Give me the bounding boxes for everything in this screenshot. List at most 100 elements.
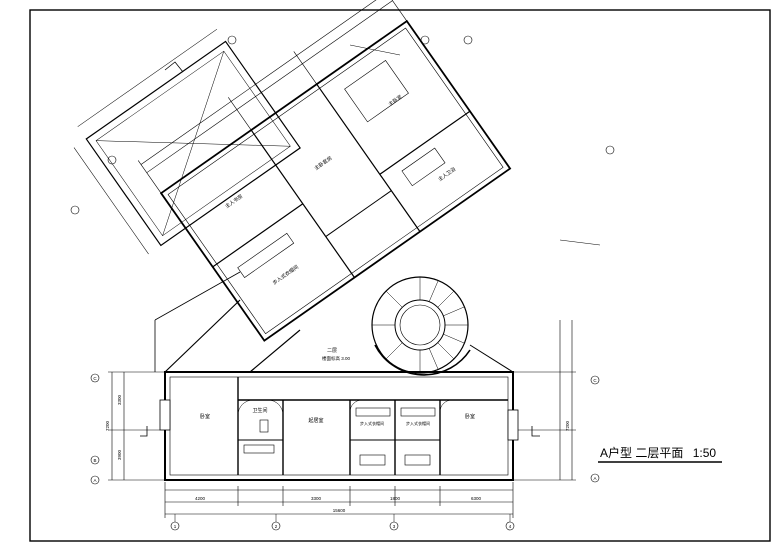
- dim-left-seg-2: 3900: [117, 449, 122, 460]
- upper-dim-line-2: [140, 0, 387, 165]
- axis-bubbles-bottom: 1 2 3 4: [170, 514, 515, 531]
- dim-bottom-seg-1: 4200: [195, 496, 206, 501]
- bed: [344, 59, 409, 123]
- room-label-bedroom-right: 卧室: [465, 413, 475, 420]
- axis-bubble-diag: [420, 35, 430, 45]
- door-arc: [439, 399, 453, 413]
- leader-line: [559, 239, 601, 246]
- corridor-wall-3: [154, 271, 241, 321]
- axis-bubble: [505, 521, 515, 531]
- right-dimensions: 7200 C A: [513, 320, 600, 483]
- room-label-master-study: 主人书房: [224, 193, 244, 210]
- left-dimensions: 7200 3300 3900 C B A: [90, 371, 165, 485]
- dim-bottom-seg-2: 3300: [311, 496, 322, 501]
- axis-bubble: [90, 455, 100, 465]
- stair-tread: [442, 306, 465, 317]
- dim-left-total: 7200: [105, 420, 110, 431]
- upper-wall-3: [212, 203, 304, 268]
- terrace-inner: [95, 50, 291, 237]
- drawing-title: A户型 二层平面: [600, 446, 684, 460]
- window-right: [507, 409, 519, 441]
- terrace-slope-2: [162, 51, 225, 236]
- axis-label: A: [593, 476, 596, 481]
- stair-tread: [428, 347, 439, 370]
- upper-wall-5: [325, 190, 392, 237]
- elevation-label: 楼面标高 3.00: [322, 355, 351, 362]
- lower-inner-wall: [169, 376, 509, 476]
- corridor-wall-2: [249, 329, 301, 373]
- axis-bubble-diag: [605, 145, 615, 155]
- bathtub: [401, 147, 446, 187]
- axis-bubble: [170, 521, 180, 531]
- axis-bubble: [90, 373, 100, 383]
- terrace-outline: [85, 40, 301, 247]
- stair-tread: [428, 280, 439, 303]
- door-arc: [349, 399, 363, 413]
- stair-inner: [394, 299, 446, 351]
- wardrobe: [237, 232, 295, 278]
- stair-tread: [437, 342, 455, 360]
- closet-b: [400, 407, 436, 417]
- room-label-toilet-left: 卫生间: [252, 407, 267, 414]
- section-mark-right: [531, 426, 540, 437]
- drawing-scale: 1:50: [692, 446, 717, 460]
- upper-outer-wall: [159, 19, 512, 342]
- axis-label: B: [93, 458, 96, 463]
- dim-left-seg-1: 3300: [117, 394, 122, 405]
- lower-outer-wall: [164, 371, 514, 481]
- axis-bubble: [90, 475, 100, 485]
- axis-label: C: [593, 378, 597, 383]
- upper-wall-4: [379, 110, 471, 175]
- section-mark-left: [140, 426, 148, 437]
- axis-bubble-diag: [463, 35, 473, 45]
- axis-bubble-diag: [70, 205, 80, 215]
- room-label-master-bath: 主人卫浴: [437, 166, 457, 183]
- upper-wall-1: [250, 129, 355, 278]
- stair-tread: [442, 333, 465, 344]
- axis-label: A: [93, 478, 96, 483]
- window-left: [159, 399, 171, 431]
- floor-label: 二层: [327, 348, 337, 354]
- axis-bubble-diag: [107, 155, 117, 165]
- axis-label: 4: [509, 524, 512, 529]
- lower-block: 卧室 卫生间 起居室 步入式衣帽间 步入式衣帽间 卧室 二层 楼面标高 3.00: [159, 348, 519, 481]
- dim-bottom-total: 15600: [333, 508, 346, 513]
- upper-dim-tick: [137, 160, 162, 194]
- axis-label: 2: [275, 524, 278, 529]
- room-label-bedroom-left: 卧室: [200, 413, 210, 420]
- room-label-living: 起居室: [308, 417, 323, 424]
- room-label-bath-b: 步入式衣帽间: [406, 420, 430, 426]
- closet-a: [355, 407, 391, 417]
- title-block: A户型 二层平面 1:50: [600, 444, 730, 464]
- vanity-b: [404, 454, 431, 466]
- terrace-dim-side: [73, 147, 149, 255]
- vanity-left: [243, 444, 275, 454]
- room-label-bath-a: 步入式衣帽间: [360, 420, 384, 426]
- axis-label: C: [93, 376, 97, 381]
- room-label-master-bedroom: 主卧室: [387, 93, 403, 107]
- bottom-dimensions: 4200 3300 1800 6300 15600: [164, 482, 514, 518]
- sheet-border: [29, 9, 771, 542]
- upper-dim-tick: [228, 97, 252, 131]
- dim-right-total: 7200: [565, 420, 570, 431]
- axis-bubble: [590, 473, 600, 483]
- section-mark-top: [164, 61, 184, 73]
- upper-wall-2: [316, 83, 421, 232]
- spiral-stair: [371, 276, 471, 376]
- axis-bubble: [590, 375, 600, 385]
- upper-dim-line: [146, 0, 393, 173]
- upper-dim-tick: [293, 51, 317, 85]
- toilet-fixture: [259, 419, 269, 433]
- stair-tread: [385, 290, 403, 308]
- rotated-wing: 主卧室 主人卫浴 主人书房 主卧套房 步入式衣帽间: [137, 0, 512, 342]
- corridor-wall-1: [164, 299, 241, 373]
- stair-tread: [437, 290, 455, 308]
- stair-core: [399, 304, 441, 346]
- corridor-wall-5: [469, 344, 514, 373]
- room-label-hall: 主卧套房: [313, 155, 333, 172]
- stair-curved-wall: [374, 344, 471, 376]
- upper-dim-tick: [383, 0, 408, 22]
- door-arc: [267, 399, 284, 416]
